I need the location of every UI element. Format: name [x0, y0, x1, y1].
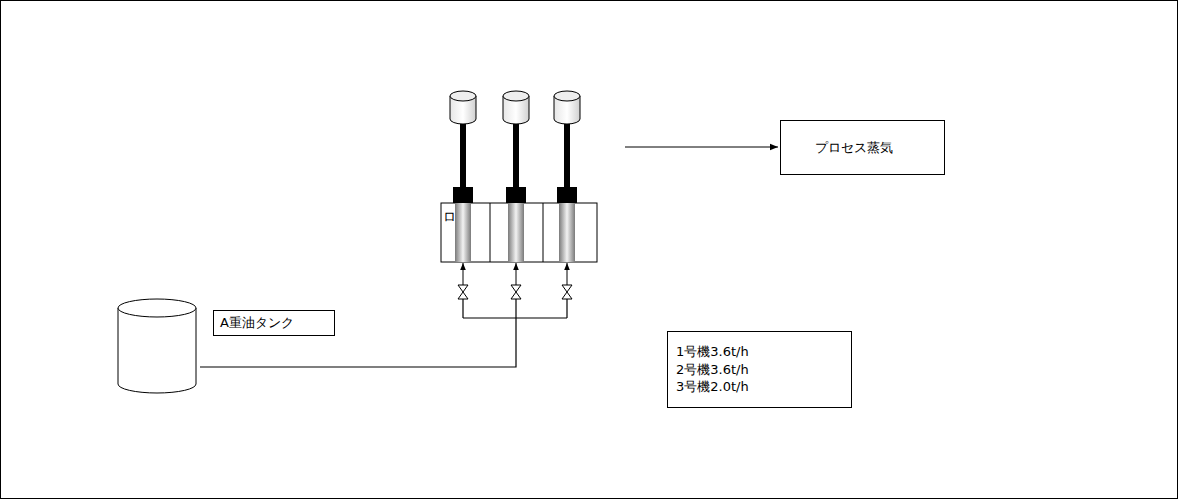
boiler-units — [441, 91, 597, 318]
node-text: 1号機3.6t/h — [676, 343, 843, 361]
boiler-unit — [554, 91, 580, 318]
node-text: 2号機3.6t/h — [676, 361, 843, 379]
casing-divider — [543, 203, 544, 262]
process-box: プロセス蒸気 — [780, 120, 945, 175]
node-text: プロセス蒸気 — [815, 139, 936, 157]
oil-tank — [118, 299, 196, 393]
steam-line — [625, 147, 778, 148]
boiler-unit — [450, 91, 476, 318]
label-box: A重油タンク — [213, 310, 335, 336]
spec-box: 1号機3.6t/h2号機3.6t/h3号機2.0t/h — [667, 331, 852, 408]
node-text: A重油タンク — [220, 314, 326, 332]
boiler-mark: ロ — [443, 210, 456, 223]
node-text: 3号機2.0t/h — [676, 378, 843, 396]
fuel-header — [463, 317, 567, 318]
casing-divider — [490, 203, 491, 262]
boiler-casing — [441, 203, 597, 262]
boiler-unit — [503, 91, 529, 318]
